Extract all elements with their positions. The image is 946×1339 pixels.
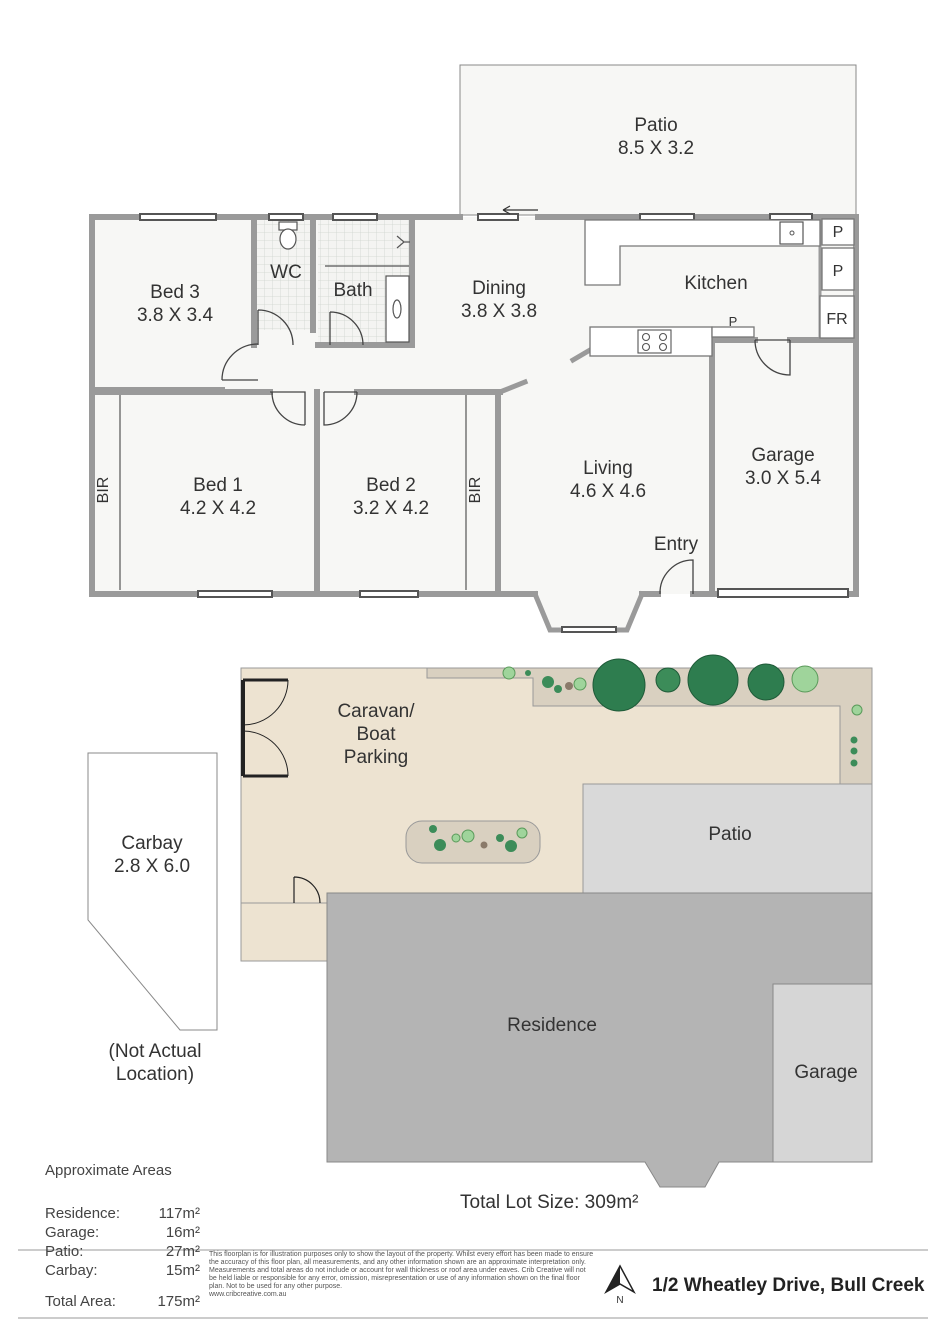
robe-lines <box>119 395 467 590</box>
residence-label: Residence <box>507 1015 597 1036</box>
bath-label: Bath <box>333 280 372 301</box>
site-patio <box>582 783 873 894</box>
garage-label: Garage <box>751 445 814 466</box>
area-label: Garage: <box>45 1224 100 1241</box>
bir-label-2: BIR <box>467 477 484 504</box>
gate <box>241 678 321 904</box>
site-patio-label: Patio <box>708 824 751 845</box>
area-row-residence: Residence: 117m² <box>45 1205 200 1222</box>
bath-fixtures <box>325 235 410 343</box>
bed2-dims: 3.2 X 4.2 <box>353 498 429 519</box>
area-row-carbay: Carbay: 15m² <box>45 1262 200 1279</box>
carbay-note-line-2: Location) <box>115 1064 195 1085</box>
site-garage <box>772 983 873 1163</box>
areas-heading: Approximate Areas <box>45 1162 172 1179</box>
north-label: N <box>616 1295 623 1306</box>
patio-area <box>459 64 857 216</box>
fridge-label: FR <box>826 311 847 328</box>
pantry-boxes <box>819 218 855 339</box>
kitchen-benches <box>584 219 821 357</box>
area-value: 117m² <box>158 1205 200 1222</box>
dining-dims: 3.8 X 3.8 <box>461 301 537 322</box>
pantry-label-1: P <box>833 224 844 241</box>
planter <box>405 820 541 864</box>
property-address: 1/2 Wheatley Drive, Bull Creek <box>652 1275 925 1296</box>
garden-trees <box>429 654 863 852</box>
caravan-label-3: Parking <box>344 747 408 768</box>
area-row-total: Total Area: 175m² <box>45 1293 200 1310</box>
disclaimer: This floorplan is for illustration purpo… <box>209 1251 594 1299</box>
wc-label: WC <box>270 262 302 283</box>
carbay-area <box>87 752 218 1031</box>
entry-label: Entry <box>654 534 699 555</box>
carbay-label: Carbay <box>121 833 183 854</box>
site-residence <box>326 892 873 1188</box>
patio-dims: 8.5 X 3.2 <box>618 138 694 159</box>
carbay-note: (Not Actual Location) <box>80 1040 230 1086</box>
living-label: Living <box>583 458 633 479</box>
garage-dims: 3.0 X 5.4 <box>745 468 821 489</box>
pantry-label-2: P <box>833 263 844 280</box>
cooktop-icon <box>637 329 672 354</box>
caravan-label-2: Boat <box>356 724 396 745</box>
area-value: 27m² <box>165 1243 200 1260</box>
area-label: Carbay: <box>45 1262 98 1279</box>
website-link[interactable]: www.cribcreative.com.au <box>209 1291 287 1298</box>
patio-label: Patio <box>634 115 677 136</box>
north-arrow-icon <box>604 1264 636 1294</box>
sink-icon <box>779 221 804 245</box>
sliding-door-arrow-icon <box>502 205 538 215</box>
total-lot-size: Total Lot Size: 309m² <box>460 1192 639 1213</box>
carbay-dims: 2.8 X 6.0 <box>114 856 190 877</box>
bir-label-1: BIR <box>95 477 112 504</box>
living-dims: 4.6 X 4.6 <box>570 481 646 502</box>
bed1-dims: 4.2 X 4.2 <box>180 498 256 519</box>
bed1-label: Bed 1 <box>193 475 243 496</box>
area-value: 15m² <box>165 1262 200 1279</box>
area-label: Total Area: <box>45 1293 116 1310</box>
site-garage-label: Garage <box>794 1062 857 1083</box>
area-value: 16m² <box>165 1224 200 1241</box>
area-row-garage: Garage: 16m² <box>45 1224 200 1241</box>
dining-label: Dining <box>472 278 526 299</box>
caravan-label-1: Caravan/ <box>337 701 415 722</box>
doors <box>221 309 791 595</box>
toilet-icon <box>278 221 298 250</box>
bed3-dims: 3.8 X 3.4 <box>137 305 213 326</box>
carbay-note-line-1: (Not Actual <box>108 1041 202 1062</box>
area-value: 175m² <box>157 1293 200 1310</box>
area-label: Residence: <box>45 1205 121 1222</box>
bed2-label: Bed 2 <box>366 475 416 496</box>
area-label: Patio: <box>45 1243 84 1260</box>
pantry-label-3: P <box>729 314 738 329</box>
kitchen-label: Kitchen <box>684 273 747 294</box>
bed3-label: Bed 3 <box>150 282 200 303</box>
disclaimer-text: This floorplan is for illustration purpo… <box>209 1251 594 1290</box>
area-row-patio: Patio: 27m² <box>45 1243 200 1260</box>
